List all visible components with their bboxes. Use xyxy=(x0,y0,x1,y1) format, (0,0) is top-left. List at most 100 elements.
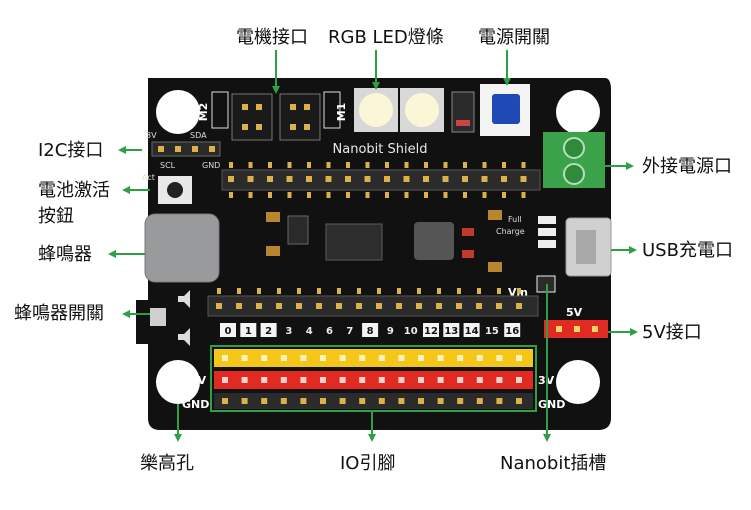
upper-pin-pad xyxy=(424,162,428,168)
lower-pin-pad xyxy=(477,288,481,294)
led-3 xyxy=(538,240,556,248)
upper-pin-pad xyxy=(365,192,370,198)
lower-pin xyxy=(256,303,262,309)
lower-pin-pad xyxy=(217,288,221,294)
upper-pin-pad xyxy=(268,192,272,198)
lower-pin-pad xyxy=(517,288,521,294)
upper-pin-pad xyxy=(287,162,292,168)
label-rgb: RGB LED燈條 xyxy=(328,27,444,48)
lower-pin xyxy=(416,303,422,309)
io-pin-signal xyxy=(222,355,228,361)
io-pin-signal xyxy=(496,355,503,361)
io-pin-3v xyxy=(339,377,346,383)
act-label: Act xyxy=(142,173,155,182)
label-motor: 電機接口 xyxy=(236,27,308,48)
label-i2c: I2C接口 xyxy=(38,140,104,161)
lower-pin xyxy=(436,303,442,309)
io-pin-signal xyxy=(516,355,522,361)
speaker-off-icon xyxy=(178,328,190,346)
upper-pin-pad xyxy=(326,162,331,168)
speaker-on-icon xyxy=(178,290,190,308)
io-pin-signal xyxy=(457,355,464,361)
lower-pin xyxy=(276,303,282,309)
io-pins xyxy=(222,355,522,404)
pin-number: 15 xyxy=(485,326,499,337)
io-pin-3v xyxy=(418,377,424,383)
main-chip xyxy=(325,223,383,261)
lower-pin-pad xyxy=(417,288,421,294)
io-pin-3v xyxy=(398,377,405,383)
label-io: IO引腳 xyxy=(340,453,396,474)
upper-pin xyxy=(462,176,468,182)
smd-2 xyxy=(266,246,280,256)
act-button xyxy=(167,182,183,198)
io-pin-3v xyxy=(300,377,307,383)
io-pin-gnd xyxy=(516,398,522,404)
upper-pin xyxy=(228,176,234,182)
lower-pin-pad xyxy=(337,288,341,294)
label-ext-power: 外接電源口 xyxy=(642,156,732,177)
terminal-screw-2 xyxy=(563,163,585,185)
io-pin-signal xyxy=(418,355,424,361)
upper-pin-pad xyxy=(307,192,311,198)
buzzer xyxy=(144,213,220,283)
upper-pin-pad xyxy=(326,192,331,198)
io-pin-signal xyxy=(476,355,483,361)
charge-led xyxy=(538,228,556,236)
gnd-left-label: GND xyxy=(182,398,209,411)
io-pin-3v xyxy=(457,377,464,383)
mounting-hole-bottom-left xyxy=(156,360,200,404)
upper-pin-pad xyxy=(404,162,409,168)
io-pin-gnd xyxy=(280,398,287,404)
io-pin-signal xyxy=(359,355,366,361)
upper-pin xyxy=(306,176,312,182)
lower-pin-pad xyxy=(237,288,241,294)
upper-pin-pad xyxy=(502,192,506,198)
io-pin-gnd xyxy=(457,398,464,404)
terminal-screw-1 xyxy=(563,137,585,159)
upper-pin-pad xyxy=(385,192,389,198)
upper-pin-pad xyxy=(229,192,233,198)
label-battery-act-1: 電池激活 xyxy=(38,180,110,201)
upper-pin-pad xyxy=(346,162,350,168)
io-pin-gnd xyxy=(437,398,444,404)
upper-pin xyxy=(286,176,293,182)
upper-pin-pad xyxy=(307,162,311,168)
i2c-scl-label: SCL xyxy=(160,161,176,170)
i2c-sda-label: SDA xyxy=(190,131,207,140)
5v-pin xyxy=(556,326,562,332)
small-chip xyxy=(287,215,309,245)
label-buzzer: 蜂鳴器 xyxy=(38,244,92,265)
io-pin-gnd xyxy=(476,398,483,404)
upper-pin-pad xyxy=(346,192,350,198)
pin-label-box xyxy=(220,323,236,337)
lower-pins xyxy=(216,288,522,309)
io-pin-signal xyxy=(320,355,326,361)
pin-label-box xyxy=(240,323,257,337)
upper-pin-pad xyxy=(482,162,487,168)
upper-pin-pad xyxy=(248,162,253,168)
upper-pin-pad xyxy=(385,162,389,168)
upper-pin-pad xyxy=(268,162,272,168)
io-pin-signal xyxy=(241,355,248,361)
io-pin-gnd xyxy=(241,398,248,404)
pin-number: 2 xyxy=(265,326,272,337)
m2-label: M2 xyxy=(197,103,210,122)
lower-pin xyxy=(336,303,342,309)
io-pin-gnd xyxy=(222,398,228,404)
io-pin-signal xyxy=(378,355,385,361)
label-lego: 樂高孔 xyxy=(140,453,194,474)
m1-label: M1 xyxy=(335,103,348,122)
upper-pin xyxy=(501,176,507,182)
pin-number: 1 xyxy=(245,326,252,337)
upper-pin-pad xyxy=(521,162,526,168)
io-pin-3v xyxy=(378,377,385,383)
usb-port-inner xyxy=(576,230,596,264)
diode-band xyxy=(456,120,470,126)
upper-pin-pad xyxy=(463,162,467,168)
upper-pin-pad xyxy=(502,162,506,168)
inductor xyxy=(414,222,454,260)
5v-pin xyxy=(592,326,598,332)
